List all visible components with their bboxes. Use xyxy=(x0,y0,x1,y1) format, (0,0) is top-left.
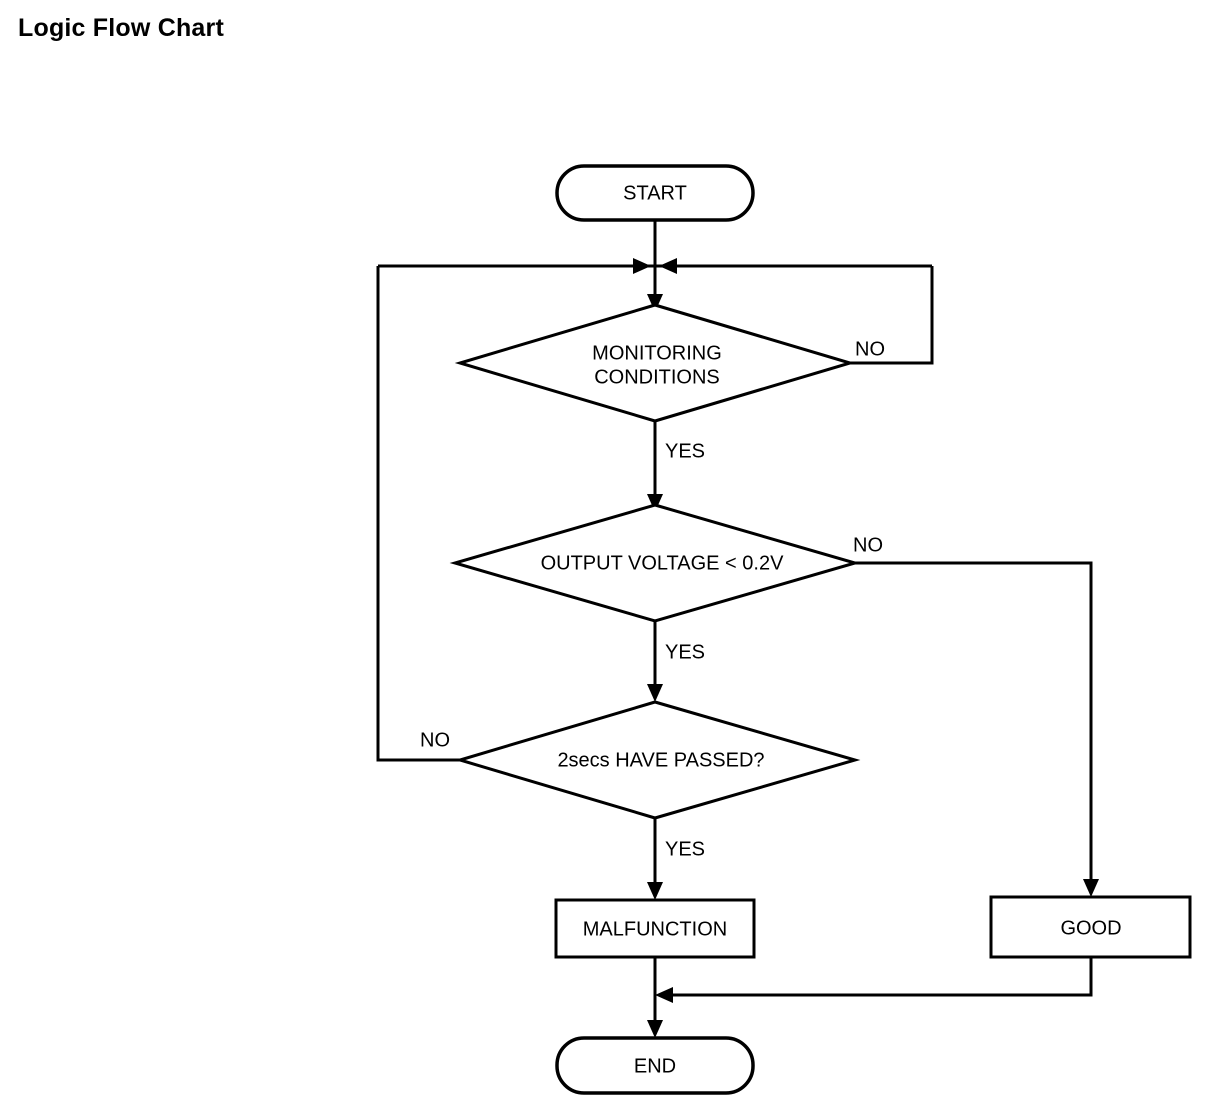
node-output-voltage[interactable]: OUTPUT VOLTAGE < 0.2V xyxy=(449,503,861,623)
timer-shape xyxy=(454,700,861,820)
monitoring-shape xyxy=(454,303,856,423)
branch-label-voltage-no: NO xyxy=(853,534,883,556)
timer-label: 2secs HAVE PASSED? xyxy=(557,749,764,771)
branch-label-voltage-yes: YES xyxy=(665,641,705,663)
arrowhead-junction-from-right xyxy=(659,258,677,274)
page-title: Logic Flow Chart xyxy=(18,14,224,42)
arrowhead-good-merge xyxy=(655,987,673,1003)
voltage-label: OUTPUT VOLTAGE < 0.2V xyxy=(541,552,785,574)
edge-timer-no xyxy=(376,266,461,762)
node-malfunction[interactable]: MALFUNCTION xyxy=(554,898,756,959)
monitoring-label-line2: CONDITIONS xyxy=(594,366,720,388)
edge-good-to-end xyxy=(662,957,1093,997)
voltage-shape xyxy=(449,503,861,623)
branch-label-timer-no: NO xyxy=(420,729,450,751)
node-end[interactable]: END xyxy=(555,1036,755,1095)
edge-voltage-no xyxy=(855,561,1093,890)
branch-label-monitoring-no: NO xyxy=(855,338,885,360)
good-label: GOOD xyxy=(1060,917,1121,939)
node-good[interactable]: GOOD xyxy=(989,895,1192,959)
arrowhead-into-good xyxy=(1083,879,1099,897)
good-shape xyxy=(989,895,1192,959)
arrowhead-into-timer xyxy=(647,684,663,702)
arrowhead-into-voltage xyxy=(647,494,663,512)
arrowhead-into-malfunction xyxy=(647,882,663,900)
branch-label-monitoring-yes: YES xyxy=(665,440,705,462)
malfunction-label: MALFUNCTION xyxy=(583,918,727,940)
malfunction-shape xyxy=(554,898,756,959)
branch-label-timer-yes: YES xyxy=(665,838,705,860)
node-monitoring-conditions[interactable]: MONITORING CONDITIONS xyxy=(454,303,856,423)
arrowhead-junction-from-left xyxy=(633,258,651,274)
edge-monitoring-no xyxy=(850,266,934,365)
arrowhead-into-monitoring xyxy=(647,294,663,312)
start-shape xyxy=(555,164,755,222)
node-timer[interactable]: 2secs HAVE PASSED? xyxy=(454,700,861,820)
end-label: END xyxy=(634,1055,676,1077)
end-shape xyxy=(555,1036,755,1095)
arrowhead-into-end xyxy=(647,1020,663,1038)
monitoring-label-line1: MONITORING xyxy=(592,342,722,364)
start-label: START xyxy=(623,182,687,204)
node-start[interactable]: START xyxy=(555,164,755,222)
